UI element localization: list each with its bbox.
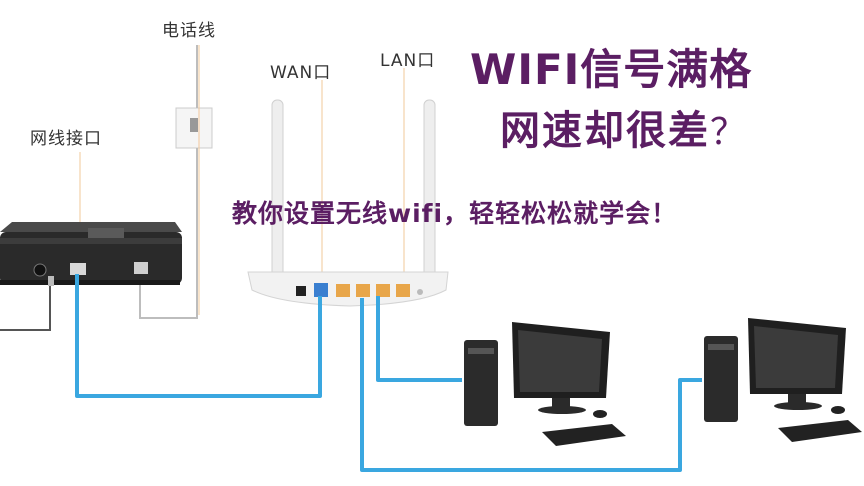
wan-port-label: WAN口 — [270, 63, 332, 83]
pc1-mouse — [593, 410, 607, 418]
phone-wall-jack — [175, 107, 213, 149]
router-antennas — [271, 99, 436, 286]
network-port-label: 网线接口 — [30, 129, 102, 149]
headline-line-1: WIFI信号满格 — [470, 45, 753, 94]
modem-logo — [88, 228, 124, 238]
modem-ethernet-port — [70, 263, 86, 275]
computer-1 — [464, 322, 626, 446]
reset-button — [417, 289, 423, 295]
phone-line-label: 电话线 — [162, 21, 216, 41]
computer-2 — [704, 318, 862, 442]
headline-subtitle: 教你设置无线wifi，轻轻松松就学会！ — [232, 199, 678, 228]
power-port — [33, 263, 47, 277]
cable-lan-to-pc1 — [376, 296, 462, 382]
headline-line-2: 网速却很差？ — [500, 98, 748, 156]
pc2-keyboard — [778, 420, 862, 442]
pc2-tower — [704, 336, 738, 422]
router — [247, 271, 449, 307]
lan-port-2 — [356, 284, 370, 297]
headline-line-2-text: 网速却很差 — [500, 108, 710, 154]
pc1-tower — [464, 340, 498, 426]
cable-lan-to-pc2 — [360, 298, 702, 472]
power-cable — [0, 286, 51, 331]
modem — [0, 222, 182, 286]
lan-port-3 — [376, 284, 390, 297]
lan-port-4 — [396, 284, 410, 297]
pc2-mouse — [831, 406, 845, 414]
lan-port-1 — [336, 284, 350, 297]
phone-line — [139, 45, 198, 319]
ethernet-cables — [75, 274, 702, 472]
question-mark: ？ — [710, 112, 749, 153]
modem-phone-port — [134, 262, 148, 274]
pc1-keyboard — [542, 424, 626, 446]
wan-port — [314, 283, 328, 297]
router-power-port — [296, 286, 306, 296]
lan-port-label: LAN口 — [380, 51, 436, 71]
cable-modem-to-wan — [75, 274, 322, 398]
